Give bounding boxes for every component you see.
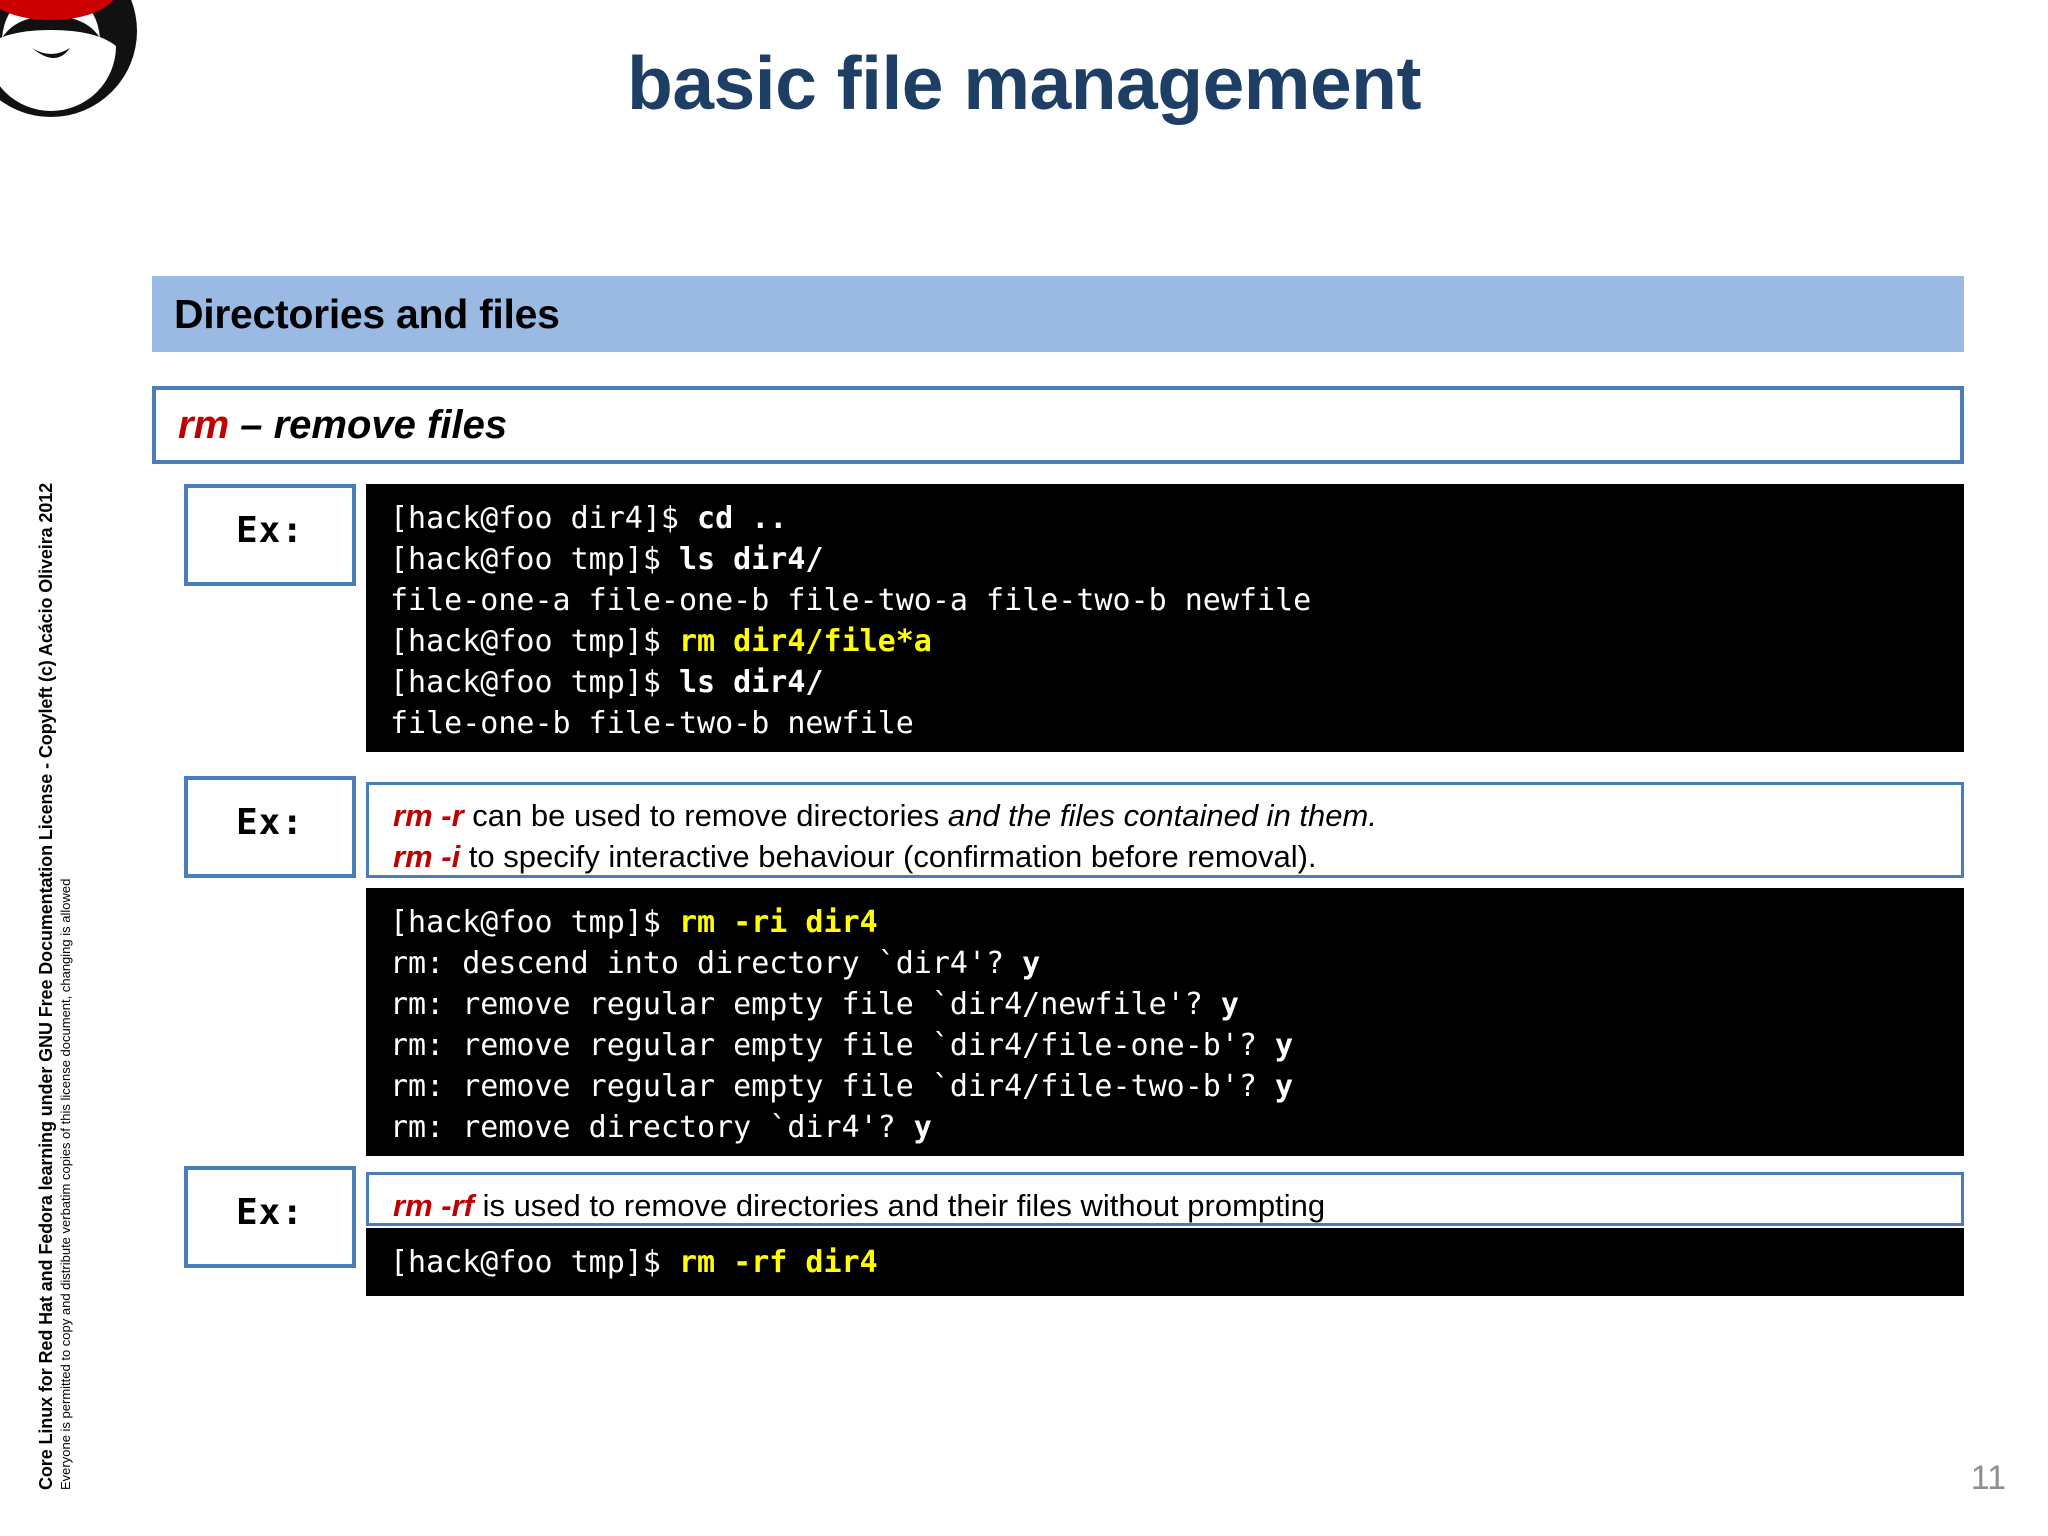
terminal-line: rm: remove regular empty file `dir4/file… [390, 1025, 1964, 1066]
terminal-line: [hack@foo tmp]$ rm dir4/file*a [390, 621, 1964, 662]
text-run: rm -rf dir4 [678, 1245, 878, 1280]
text-run: rm -r [393, 798, 464, 833]
text-run: rm dir4/file*a [678, 624, 932, 659]
command-heading-box: rm – remove files [152, 386, 1964, 464]
example-label-3: Ex: [235, 1192, 305, 1233]
text-run: ls dir4/ [678, 542, 824, 577]
command-name: rm [178, 402, 230, 447]
terminal-line: rm: descend into directory `dir4'? y [390, 943, 1964, 984]
red-hat-shadowman-logo [0, 0, 140, 120]
text-run: [hack@foo tmp]$ [390, 1245, 679, 1280]
text-run: is used to remove directories and their … [473, 1188, 1326, 1223]
license-sub-text: Everyone is permitted to copy and distri… [58, 878, 73, 1490]
text-run: and the files contained in them. [947, 798, 1377, 833]
text-run: rm -i [393, 839, 461, 874]
text-run: to specify interactive behaviour (confir… [460, 839, 1317, 874]
command-description: – remove files [229, 402, 508, 447]
terminal-line: [hack@foo dir4]$ cd .. [390, 498, 1964, 539]
license-sidebar: Core Linux for Red Hat and Fedora learni… [0, 0, 73, 1536]
text-run: [hack@foo tmp]$ [390, 542, 679, 577]
text-run: rm -rf [393, 1188, 474, 1223]
command-heading-text: rm – remove files [156, 403, 507, 448]
license-main-text: Core Linux for Red Hat and Fedora learni… [36, 482, 56, 1490]
text-run: rm: remove directory `dir4'? [390, 1110, 914, 1145]
text-run: [hack@foo dir4]$ [390, 501, 698, 536]
terminal-line: file-one-a file-one-b file-two-a file-tw… [390, 580, 1964, 621]
text-run: y [1275, 1069, 1294, 1104]
note-line: rm -r can be used to remove directories … [393, 795, 1961, 836]
text-run: rm: remove regular empty file `dir4/file… [390, 1069, 1276, 1104]
example-label-2: Ex: [235, 802, 305, 843]
terminal-line: rm: remove directory `dir4'? y [390, 1107, 1964, 1148]
note-box-3: rm -rf is used to remove directories and… [366, 1172, 1964, 1226]
terminal-line: [hack@foo tmp]$ rm -rf dir4 [390, 1242, 1964, 1283]
terminal-block-1: [hack@foo dir4]$ cd ..[hack@foo tmp]$ ls… [366, 484, 1964, 752]
text-run: [hack@foo tmp]$ [390, 905, 679, 940]
note-box-2: rm -r can be used to remove directories … [366, 782, 1964, 878]
note-line: rm -rf is used to remove directories and… [393, 1185, 1961, 1226]
example-label-box-3: Ex: [184, 1166, 356, 1268]
text-run: [hack@foo tmp]$ [390, 665, 679, 700]
note-line: rm -i to specify interactive behaviour (… [393, 836, 1961, 877]
section-header-bar: Directories and files [152, 276, 1964, 352]
example-label-box-1: Ex: [184, 484, 356, 586]
terminal-line: [hack@foo tmp]$ ls dir4/ [390, 539, 1964, 580]
example-label-1: Ex: [235, 510, 305, 551]
terminal-line: file-one-b file-two-b newfile [390, 703, 1964, 744]
text-run: rm: remove regular empty file `dir4/file… [390, 1028, 1276, 1063]
text-run: y [1022, 946, 1041, 981]
terminal-line: rm: remove regular empty file `dir4/newf… [390, 984, 1964, 1025]
page-title: basic file management [627, 41, 1421, 125]
text-run: ls dir4/ [678, 665, 824, 700]
terminal-line: [hack@foo tmp]$ ls dir4/ [390, 662, 1964, 703]
terminal-block-3: [hack@foo tmp]$ rm -rf dir4 [366, 1228, 1964, 1296]
text-run: cd .. [697, 501, 788, 536]
text-run: file-one-b file-two-b newfile [390, 706, 914, 741]
terminal-line: rm: remove regular empty file `dir4/file… [390, 1066, 1964, 1107]
text-run: rm: remove regular empty file `dir4/newf… [390, 987, 1221, 1022]
text-run: [hack@foo tmp]$ [390, 624, 679, 659]
text-run: y [1275, 1028, 1294, 1063]
page-number: 11 [1970, 1459, 2006, 1497]
text-run: y [913, 1110, 932, 1145]
section-header-label: Directories and files [174, 290, 560, 337]
text-run: y [1220, 987, 1239, 1022]
text-run: rm -ri dir4 [678, 905, 878, 940]
text-run: file-one-a file-one-b file-two-a file-tw… [390, 583, 1312, 618]
text-run: rm: descend into directory `dir4'? [390, 946, 1023, 981]
example-label-box-2: Ex: [184, 776, 356, 878]
text-run: can be used to remove directories [463, 798, 948, 833]
terminal-line: [hack@foo tmp]$ rm -ri dir4 [390, 902, 1964, 943]
